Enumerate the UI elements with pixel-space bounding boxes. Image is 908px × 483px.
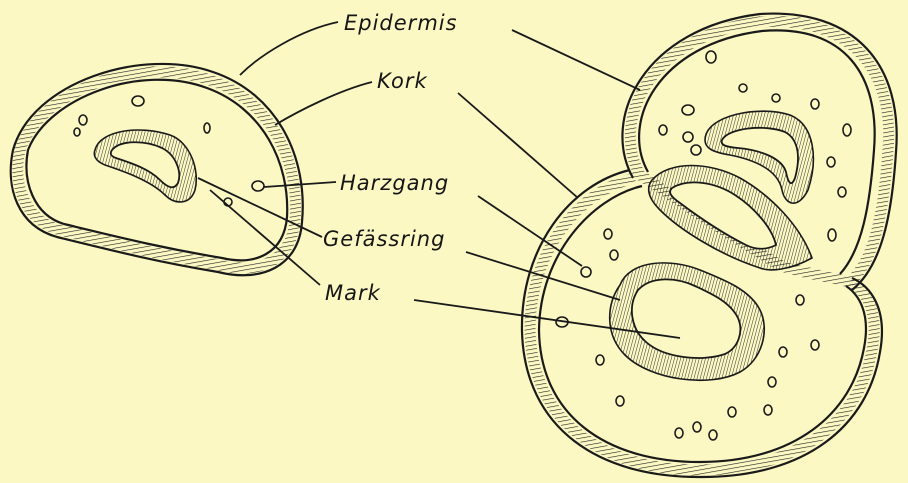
left-resin-duct <box>132 96 144 106</box>
right-upper-resin-duct <box>682 105 694 115</box>
harzgang-leader-left <box>264 182 336 187</box>
right-upper-resin-duct <box>838 187 846 197</box>
kork-leader-left <box>275 82 372 125</box>
right-upper-resin-duct <box>772 94 780 102</box>
left-resin-duct <box>204 123 210 133</box>
label-gefaessring: Gefässring <box>323 227 445 251</box>
right-lower-resin-duct <box>616 396 624 406</box>
label-kork: Kork <box>377 69 428 93</box>
epidermis-leader-right <box>512 30 640 90</box>
right-lower-resin-duct <box>604 229 612 239</box>
right-lower-resin-duct <box>811 340 819 350</box>
epidermis-leader-left <box>240 22 338 75</box>
right-upper-resin-duct <box>811 99 819 109</box>
right-lower-resin-duct <box>764 405 772 415</box>
right-lower-resin-duct <box>596 355 604 365</box>
right-lower-resin-duct <box>581 267 591 277</box>
right-lower-resin-duct <box>728 407 736 417</box>
label-epidermis: Epidermis <box>344 11 458 35</box>
right-upper-resin-duct <box>659 125 667 135</box>
right-lower-resin-duct <box>693 422 701 432</box>
right-upper-resin-duct <box>828 229 836 241</box>
left-resin-duct <box>252 181 264 191</box>
right-upper-resin-duct <box>827 157 835 167</box>
label-mark: Mark <box>325 281 381 305</box>
right-upper-resin-duct <box>739 84 747 92</box>
right-lower-resin-duct <box>796 295 804 305</box>
right-upper-resin-duct <box>843 124 851 136</box>
left-resin-duct <box>79 115 87 125</box>
right-lower-resin-duct <box>768 377 776 387</box>
labels: Epidermis Kork Harzgang Gefässring Mark <box>323 11 458 305</box>
right-lower-resin-duct <box>675 428 683 438</box>
left-resin-duct <box>74 128 80 136</box>
right-upper-resin-duct <box>706 51 716 63</box>
right-lower-resin-duct <box>779 347 787 357</box>
right-upper-resin-duct <box>683 132 693 142</box>
left-section <box>11 64 303 275</box>
right-lower-resin-duct <box>709 430 717 440</box>
right-lower-resin-duct <box>610 250 618 260</box>
kork-leader-right <box>458 93 578 198</box>
label-harzgang: Harzgang <box>340 171 449 195</box>
right-upper-resin-duct <box>691 145 701 155</box>
